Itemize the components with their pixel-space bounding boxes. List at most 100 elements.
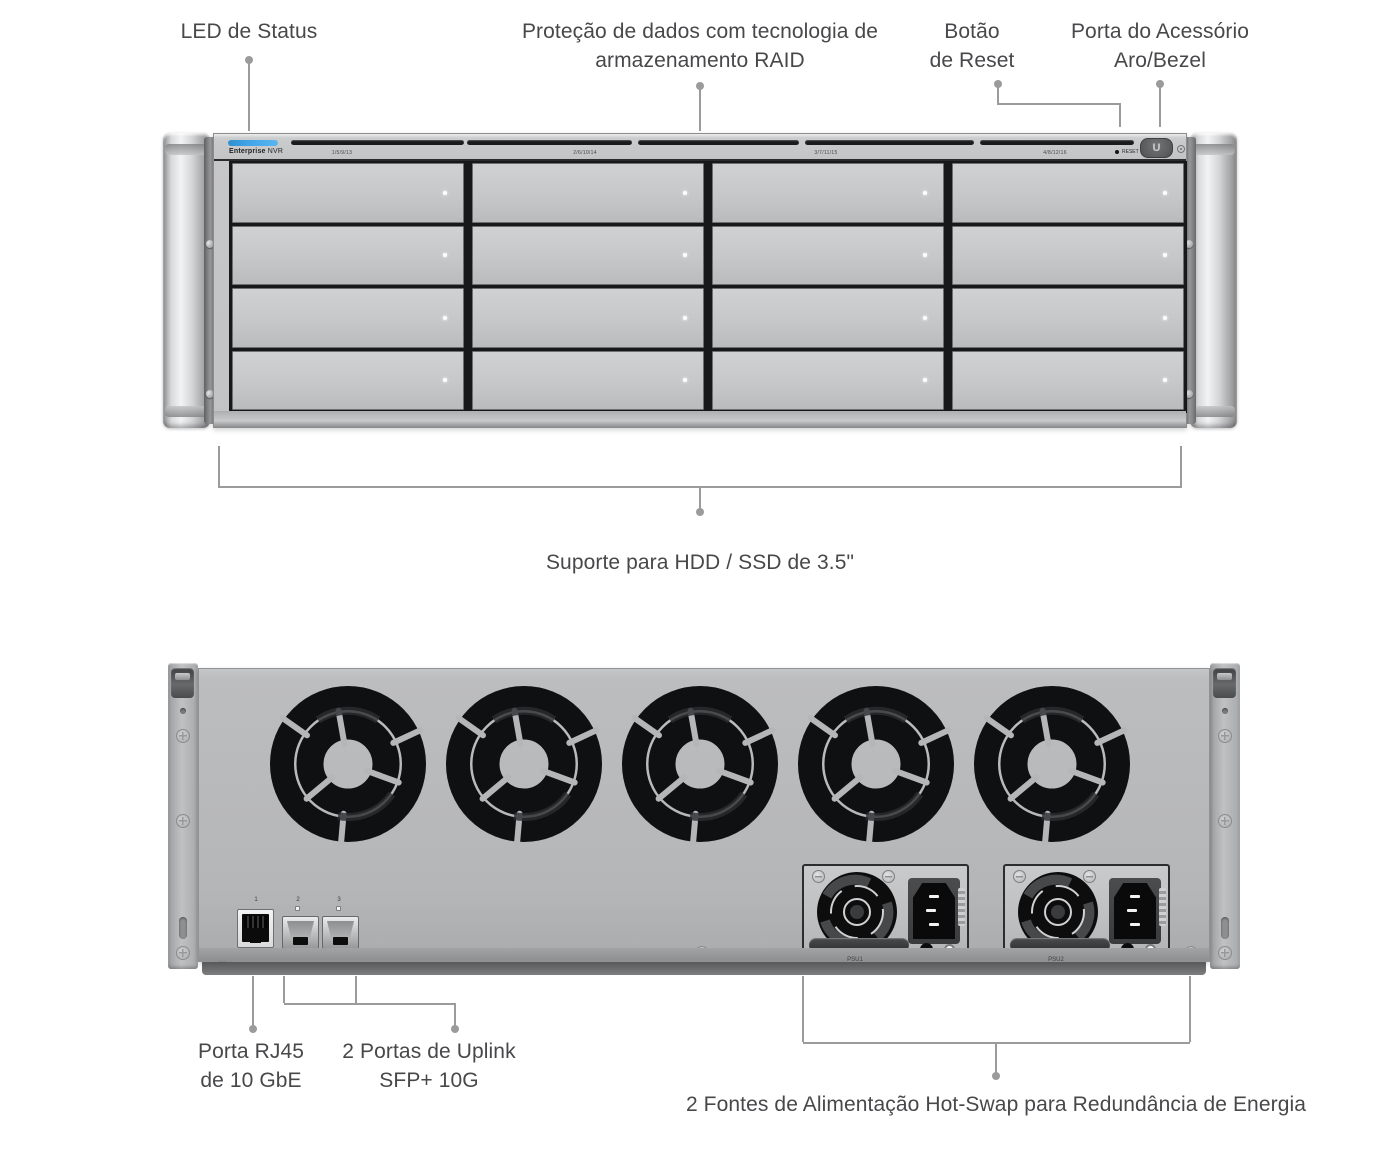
callout-sfp: 2 Portas de Uplink SFP+ 10G (342, 1040, 516, 1092)
rear-ear-left (168, 663, 198, 969)
drive-bay (712, 163, 944, 223)
psu-1-label: PSU1 (847, 957, 863, 963)
drive-bay (952, 163, 1184, 223)
port-led (336, 906, 341, 911)
callout-rj45: Porta RJ45 de 10 GbE (197, 1040, 305, 1092)
power-button: U (1140, 138, 1173, 158)
screw-icon (1218, 946, 1232, 960)
bay-led (443, 315, 447, 320)
screw-icon (1185, 240, 1193, 248)
port-label-2: 2 (296, 897, 300, 903)
bay-led (443, 378, 447, 383)
rj45-socket (242, 914, 269, 943)
sfp-cavity (327, 921, 354, 941)
mount-slot (179, 917, 187, 939)
callout-raid: Proteção de dados com tecnologia de arma… (521, 20, 879, 72)
callout-led-status-text: LED de Status (180, 20, 318, 43)
drive-bay (232, 163, 464, 223)
screw-icon (1218, 729, 1232, 743)
ear-cap (1192, 144, 1235, 155)
iec-pin (1127, 909, 1137, 912)
psu-latch (958, 888, 965, 926)
bay-led (1163, 315, 1167, 320)
drive-bay (472, 288, 704, 348)
bay-led (683, 190, 687, 195)
rear-bottom-shadow (202, 962, 1206, 975)
bay-led (1163, 253, 1167, 258)
sfp-tab (333, 937, 348, 945)
drive-bay (472, 350, 704, 410)
brand-name: Enterprise (229, 148, 266, 155)
bay-led (683, 253, 687, 258)
reset-label: RESET (1122, 149, 1139, 155)
mount-slot (1221, 917, 1229, 939)
drive-bay (232, 225, 464, 285)
front-bottom-strip (214, 411, 1186, 427)
iec-socket (1114, 883, 1156, 939)
drive-bay (232, 288, 464, 348)
drive-bay (712, 225, 944, 285)
bay-group-label-2: 2/6/10/14 (573, 150, 597, 156)
bay-led (443, 253, 447, 258)
callout-psu: 2 Fontes de Alimentação Hot-Swap para Re… (685, 1093, 1307, 1116)
rear-view: 1 2 3 (168, 657, 1240, 977)
psu-2-label: PSU2 (1048, 957, 1064, 963)
model-name: NVR (267, 148, 284, 155)
ear-cap (1192, 406, 1235, 417)
bezel-port-icon (1177, 145, 1185, 153)
front-top-strip: Enterprise NVR 1/5/9/13 2/6/10/14 3/7/11… (214, 134, 1186, 161)
screw-icon (206, 240, 214, 248)
fan-grilles (199, 669, 1211, 869)
screw-icon (206, 390, 214, 398)
drive-bay (712, 350, 944, 410)
callout-reset: Botão de Reset (929, 20, 1015, 72)
rear-chassis: 1 2 3 (198, 668, 1211, 970)
rear-bottom-strip (199, 948, 1209, 961)
fan-grille-icon (986, 698, 1125, 844)
bay-led (923, 378, 927, 383)
screw-icon (1013, 870, 1026, 883)
bay-group-label-4: 4/8/12/16 (1043, 150, 1067, 156)
rack-latch-icon (1213, 668, 1236, 698)
rack-latch-icon (171, 668, 194, 698)
vent-slot (291, 140, 464, 145)
ear-cap (165, 406, 208, 417)
iec-pin (929, 895, 939, 898)
drive-bay (472, 225, 704, 285)
psu-latch (1159, 888, 1166, 926)
iec-socket (913, 883, 955, 939)
sfp-cavity (287, 921, 314, 941)
psu-fan-icon (817, 872, 897, 952)
iec-inlet (908, 878, 960, 944)
psu-1 (802, 864, 969, 958)
sfp-tab (293, 937, 308, 945)
bay-led (443, 190, 447, 195)
bay-led (923, 315, 927, 320)
psu-2 (1003, 864, 1170, 958)
bay-led (923, 253, 927, 258)
port-led (295, 906, 300, 911)
callout-led-status: LED de Status (119, 17, 379, 46)
sfp-port-1 (282, 916, 319, 949)
callout-hdd: Suporte para HDD / SSD de 3.5" (545, 551, 855, 574)
iec-pin (926, 909, 936, 912)
drive-bay-grid (229, 161, 1187, 413)
screw-icon (1218, 814, 1232, 828)
bay-group-label-1: 1/5/9/13 (331, 150, 353, 156)
fan-grille-icon (810, 698, 949, 844)
drive-bay (232, 350, 464, 410)
ear-hole (1222, 708, 1228, 714)
status-led (228, 140, 278, 146)
port-label-1: 1 (254, 897, 258, 903)
callout-bezel: Porta do Acessório Aro/Bezel (1070, 20, 1250, 72)
iec-inlet (1109, 878, 1161, 944)
ear-hole (180, 708, 186, 714)
vent-slot (805, 140, 974, 145)
ubiquiti-logo-icon: U (1152, 142, 1161, 154)
front-chassis: Enterprise NVR 1/5/9/13 2/6/10/14 3/7/11… (213, 133, 1187, 428)
screw-icon (176, 729, 190, 743)
rack-ear-left (163, 133, 210, 428)
iec-pin (1130, 895, 1140, 898)
ear-cap (165, 144, 208, 155)
